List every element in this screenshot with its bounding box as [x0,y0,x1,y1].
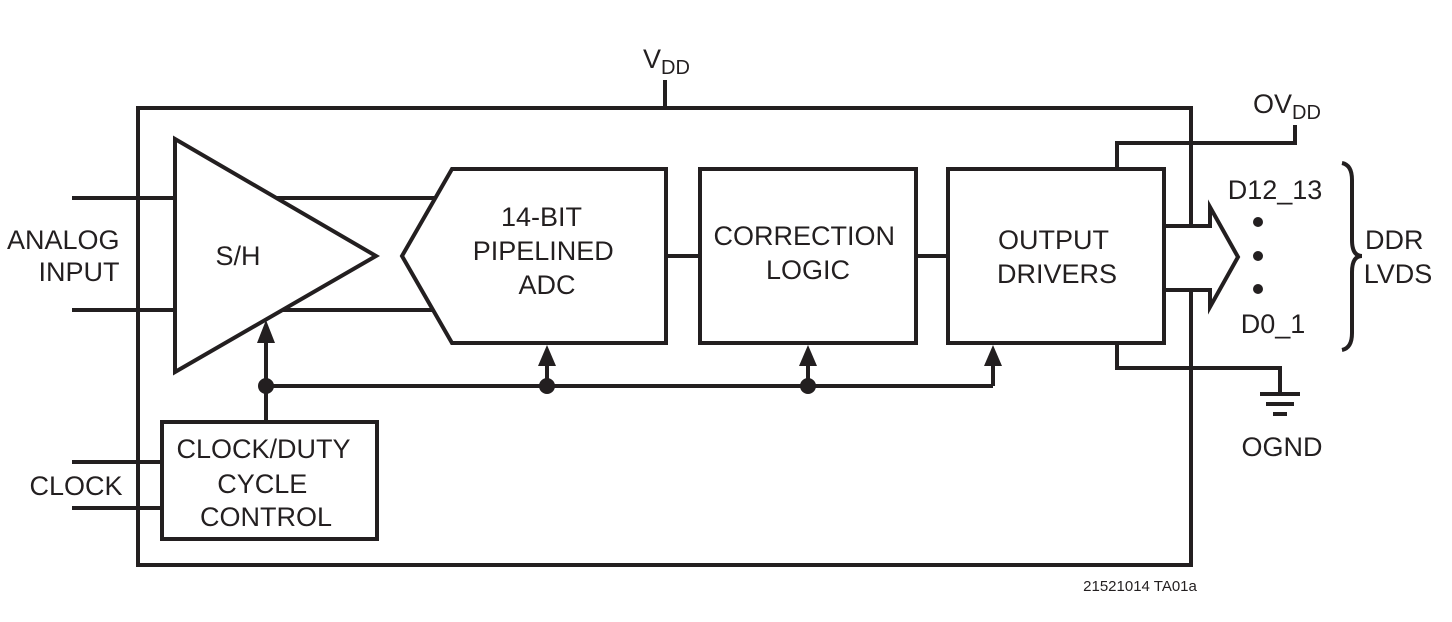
adc-label: 14-BIT PIPELINED ADC [473,202,622,300]
ognd-label: OGND [1242,432,1323,462]
ddr-lvds-label: DDR LVDS [1364,225,1433,289]
ovdd-label: OVDD [1253,89,1321,124]
adc-block [399,167,668,345]
bus-ellipsis-dot-3 [1253,284,1263,294]
clock-input-label: CLOCK [29,471,122,501]
junction-dot-2 [539,378,555,394]
correction-logic-block [698,167,918,345]
clock-arrow-sh [257,320,275,343]
vdd-label: VDD [643,44,690,79]
bus-ellipsis-dot-1 [1253,217,1263,227]
junction-dot-3 [800,378,816,394]
correction-logic-label: CORRECTION LOGIC [713,221,902,285]
clock-control-block [160,420,379,541]
clock-control-label: CLOCK/DUTY CYCLE CONTROL [176,434,357,532]
figure-id: 21521014 TA01a [1083,578,1197,595]
junction-dot-1 [258,378,274,394]
output-bit-bottom-label: D0_1 [1241,309,1306,339]
bus-ellipsis-dot-2 [1253,251,1263,261]
clock-arrow-correction [799,345,817,366]
ground-symbol [1260,392,1300,416]
output-bit-top-label: D12_13 [1228,175,1323,205]
sample-hold-label: S/H [215,241,260,271]
clock-arrow-drivers [984,345,1002,366]
analog-input-label: ANALOG INPUT [7,225,127,287]
ovdd-line [1115,125,1297,169]
output-drivers-block [946,167,1166,345]
clock-arrow-adc [538,345,556,366]
output-bus-brace [1341,161,1363,352]
output-drivers-label: OUTPUT DRIVERS [997,225,1117,289]
ognd-line [1115,343,1282,392]
output-bus-arrow [1162,199,1241,315]
sample-hold-amplifier [173,135,380,376]
